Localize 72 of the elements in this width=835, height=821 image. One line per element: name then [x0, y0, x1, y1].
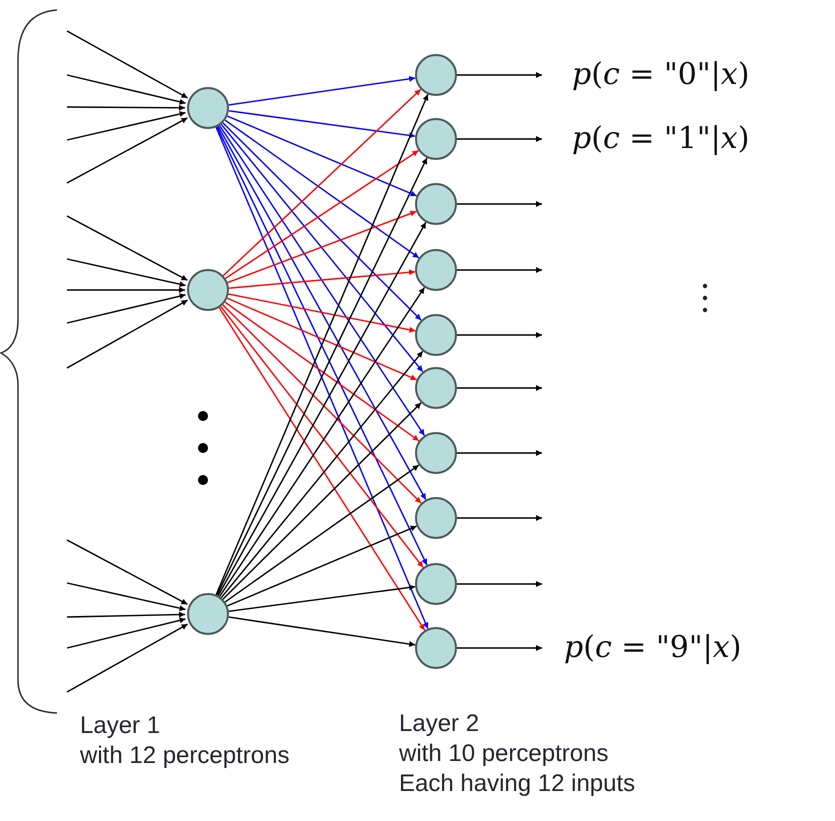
arrow	[228, 110, 416, 138]
arrow	[222, 402, 422, 600]
layer-caption: with 12 perceptrons	[80, 742, 290, 770]
arrow	[228, 616, 416, 647]
arrow	[66, 539, 188, 605]
probability-formula: p(c = "1"|x)	[572, 121, 750, 157]
arrow	[457, 201, 542, 207]
neuron-circle	[187, 593, 229, 635]
arrow	[66, 300, 188, 369]
arrow	[220, 306, 424, 568]
arrow	[66, 111, 186, 141]
arrow	[219, 125, 425, 436]
arrow	[66, 258, 186, 288]
layer-caption: Each having 12 inputs	[399, 770, 636, 798]
arrow	[66, 215, 188, 281]
neuron-circle	[187, 87, 229, 129]
arrow	[224, 464, 420, 602]
arrow	[219, 287, 425, 597]
arrow	[457, 645, 542, 651]
arrow	[218, 307, 426, 631]
neuron-circle	[415, 314, 457, 356]
arrow	[227, 526, 417, 606]
neuron-circle	[415, 183, 457, 225]
arrow	[227, 210, 417, 284]
arrow	[220, 350, 424, 598]
arrow	[457, 385, 542, 391]
arrow	[218, 126, 426, 500]
arrow	[224, 120, 420, 258]
arrow	[457, 136, 542, 142]
arrow	[222, 304, 422, 504]
layer-caption: Layer 2	[399, 710, 480, 738]
neuron-circle	[187, 269, 229, 311]
neuron-circle	[415, 118, 457, 160]
arrow	[227, 298, 417, 380]
arrow	[457, 332, 542, 338]
arrow	[222, 88, 422, 276]
probability-formula: p(c = "0"|x)	[572, 57, 750, 93]
arrow	[228, 584, 416, 612]
arrow	[457, 72, 542, 78]
arrow	[67, 287, 185, 293]
probability-formula: p(c = "9"|x)	[564, 630, 742, 666]
neuron-circle	[415, 54, 457, 96]
layer-caption: Layer 1	[80, 712, 160, 740]
arrow	[457, 515, 542, 521]
arrow	[227, 116, 417, 196]
arrow	[224, 302, 420, 442]
neuron-circle	[415, 249, 457, 291]
neuron-circle	[415, 497, 457, 539]
arrow	[457, 581, 542, 587]
neuron-circle	[415, 627, 457, 669]
arrow	[228, 293, 416, 333]
arrow	[66, 30, 188, 99]
arrow	[220, 124, 424, 372]
arrow	[66, 617, 186, 649]
arrow	[66, 293, 186, 324]
arrow	[66, 74, 186, 105]
arrow	[228, 76, 416, 106]
arrow	[67, 104, 185, 111]
arrow	[222, 122, 422, 321]
arrow	[66, 612, 186, 618]
arrow	[66, 117, 188, 184]
arrow	[225, 150, 419, 279]
arrow	[66, 624, 188, 693]
layer-caption: with 10 perceptrons	[399, 740, 608, 768]
arrow	[457, 450, 542, 456]
arrow	[457, 267, 542, 273]
neuron-circle	[415, 367, 457, 409]
arrow	[228, 269, 416, 289]
arrow	[218, 222, 426, 596]
neuron-circle	[415, 563, 457, 605]
neuron-circle	[415, 432, 457, 474]
arrow	[66, 582, 186, 612]
